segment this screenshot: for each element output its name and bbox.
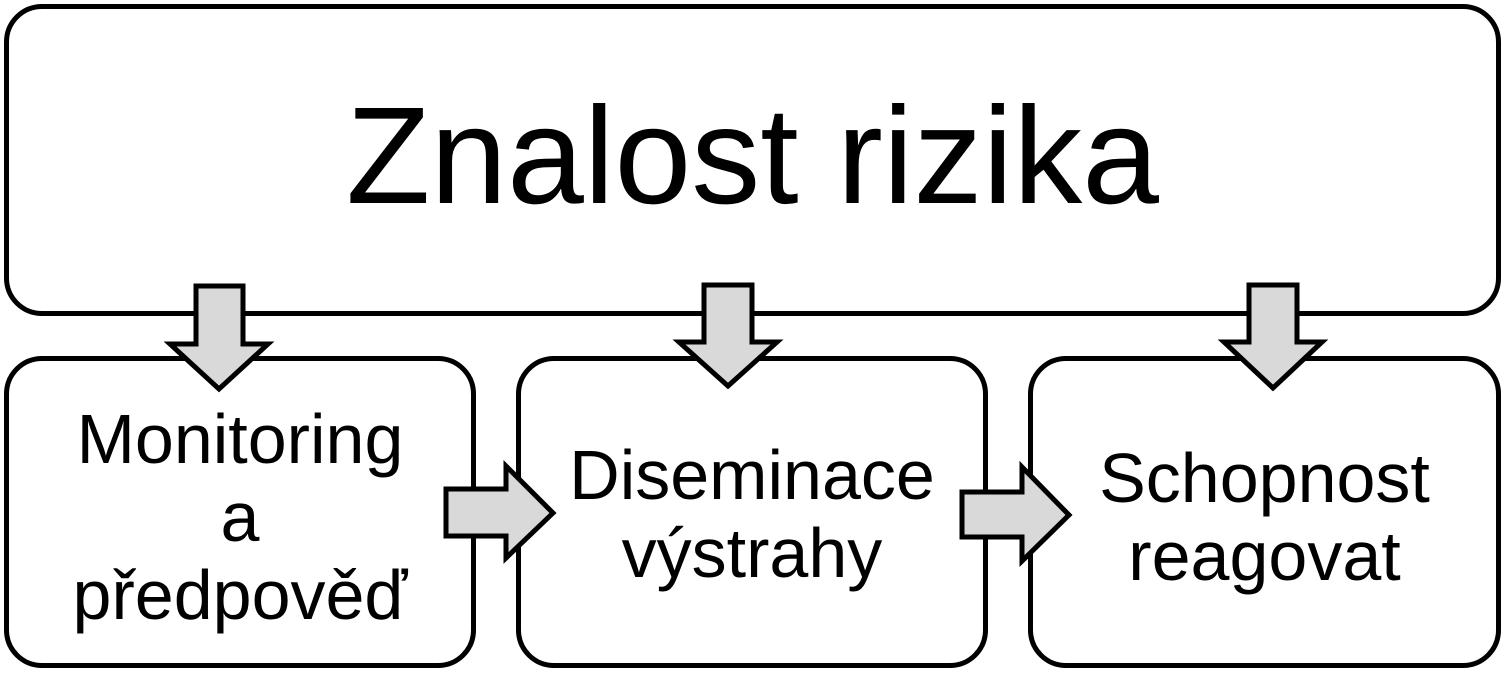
response-capability-label: Schopnost reagovat bbox=[1099, 429, 1430, 595]
risk-knowledge-box: Znalost rizika bbox=[4, 4, 1501, 316]
label-line: předpověď bbox=[72, 556, 408, 634]
label-line: Monitoring bbox=[76, 400, 404, 478]
warning-dissemination-box: Diseminace výstrahy bbox=[516, 356, 988, 668]
risk-knowledge-label: Znalost rizika bbox=[346, 79, 1159, 233]
response-capability-box: Schopnost reagovat bbox=[1028, 356, 1501, 668]
monitoring-forecast-label: Monitoring a předpověď bbox=[73, 390, 408, 634]
label-line: reagovat bbox=[1128, 517, 1401, 595]
label-line: a bbox=[220, 478, 260, 556]
label-line: výstrahy bbox=[621, 514, 883, 592]
warning-dissemination-label: Diseminace výstrahy bbox=[569, 432, 935, 592]
label-line: Schopnost bbox=[1099, 439, 1430, 517]
label-line: Diseminace bbox=[569, 436, 935, 514]
monitoring-forecast-box: Monitoring a předpověď bbox=[4, 356, 476, 668]
